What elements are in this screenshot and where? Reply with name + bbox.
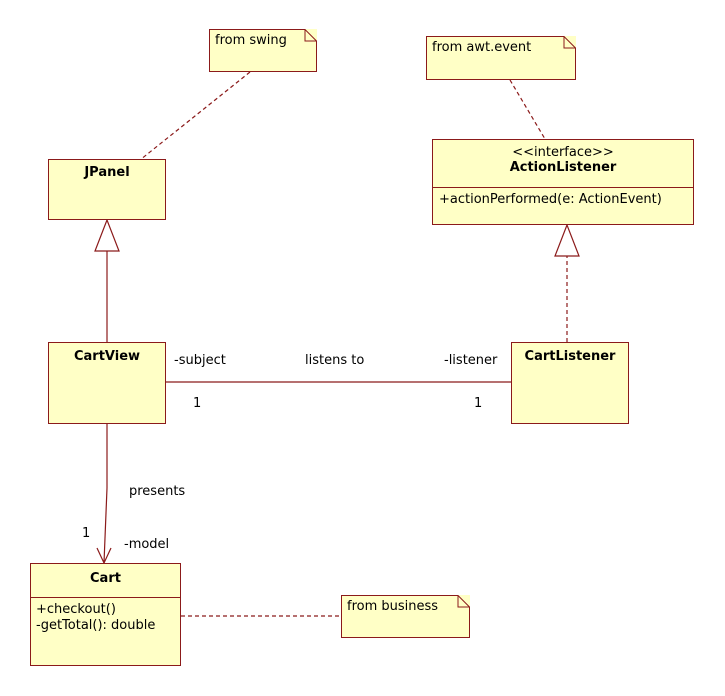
operation: -getTotal(): double [36,618,156,633]
realization-arrowhead [554,223,580,257]
note-shape [426,36,576,80]
multiplicity-listener: 1 [474,396,483,411]
class-name: JPanel [84,165,130,180]
class-stereotype: <<interface>> [512,145,614,160]
note-business[interactable]: from business [341,595,470,638]
class-name: ActionListener [509,160,617,175]
note-text: from business [347,599,439,614]
class-cart[interactable]: Cart +checkout() -getTotal(): double [30,563,181,666]
role-model: -model [124,537,170,552]
compartment-divider [433,187,693,188]
note-awt[interactable]: from awt.event [426,36,576,80]
note-text: from awt.event [432,40,532,55]
class-name: CartView [73,349,141,364]
association-presents-shaft [103,487,108,564]
generalization-arrowhead [94,218,120,252]
operation: +checkout() [36,602,116,617]
multiplicity-model: 1 [82,526,91,541]
association-name-listens-to: listens to [305,353,365,368]
multiplicity-subject: 1 [193,396,202,411]
note-anchor-swing [139,71,251,161]
note-swing[interactable]: from swing [209,29,317,72]
class-action-listener[interactable]: <<interface>> ActionListener +actionPerf… [432,139,694,225]
role-subject: -subject [174,353,226,368]
association-name-presents: presents [129,484,186,499]
note-shape [209,29,317,72]
role-listener: -listener [444,353,498,368]
class-cartlistener[interactable]: CartListener [511,342,629,424]
note-anchor-awt [509,79,546,140]
class-jpanel[interactable]: JPanel [48,159,166,220]
class-name: CartListener [524,349,616,364]
compartment-divider [31,597,180,598]
note-shape [341,595,470,638]
operation: +actionPerformed(e: ActionEvent) [439,192,662,207]
class-name: Cart [90,571,121,586]
class-cartview[interactable]: CartView [48,342,166,424]
note-text: from swing [215,33,287,48]
